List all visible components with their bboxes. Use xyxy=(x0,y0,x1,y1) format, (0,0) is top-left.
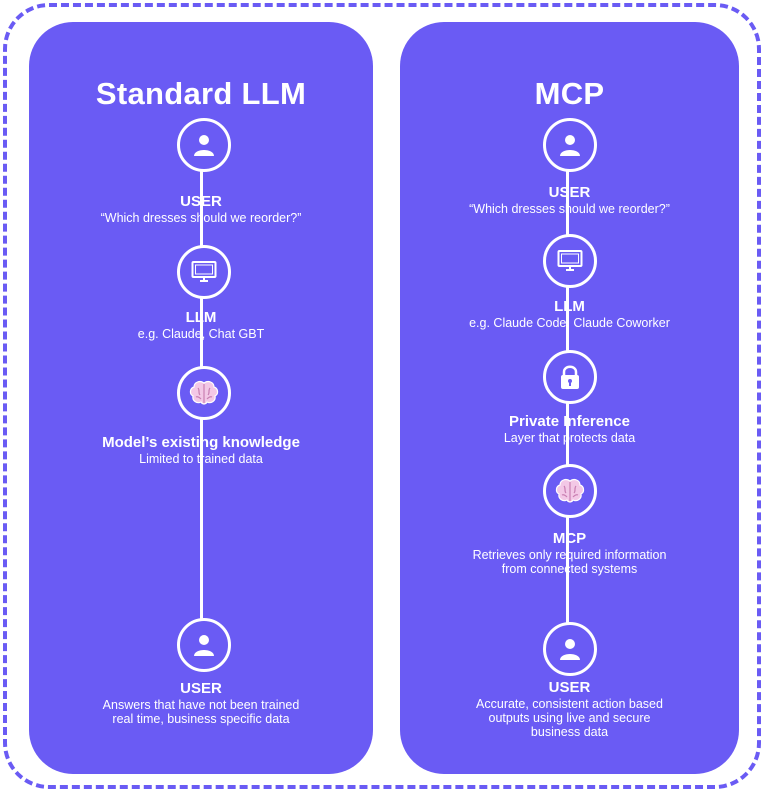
user-icon xyxy=(177,118,231,172)
user-icon xyxy=(543,622,597,676)
step-model-knowledge-label: Model’s existing knowledge Limited to tr… xyxy=(102,434,300,466)
step-llm-label: LLM e.g. Claude, Chat GBT xyxy=(137,309,265,341)
brain-icon xyxy=(543,464,597,518)
step-user-label: USER “Which dresses should we reorder?” xyxy=(100,193,302,225)
user-icon xyxy=(543,118,597,172)
panel-title: MCP xyxy=(534,76,605,111)
step-mcp-label: MCP Retrieves only required information … xyxy=(472,530,667,576)
dashed-outer-frame xyxy=(3,3,761,789)
step-private-inference-label: Private Inference Layer that protects da… xyxy=(503,413,636,445)
mcp-panel: MCP USER “Which dresses should we reorde… xyxy=(400,22,739,774)
lock-icon xyxy=(543,350,597,404)
monitor-icon xyxy=(543,234,597,288)
step-user-output-label: USER Accurate, consistent action based o… xyxy=(476,679,663,739)
step-user-answer-label: USER Answers that have not been trained … xyxy=(102,680,300,726)
user-icon xyxy=(177,618,231,672)
step-llm-label: LLM e.g. Claude Code, Claude Coworker xyxy=(469,298,670,330)
step-user-label: USER “Which dresses should we reorder?” xyxy=(469,184,670,216)
brain-icon xyxy=(177,366,231,420)
standard-llm-panel: Standard LLM USER “Which dresses should … xyxy=(29,22,373,774)
monitor-icon xyxy=(177,245,231,299)
panel-title: Standard LLM xyxy=(95,76,307,111)
